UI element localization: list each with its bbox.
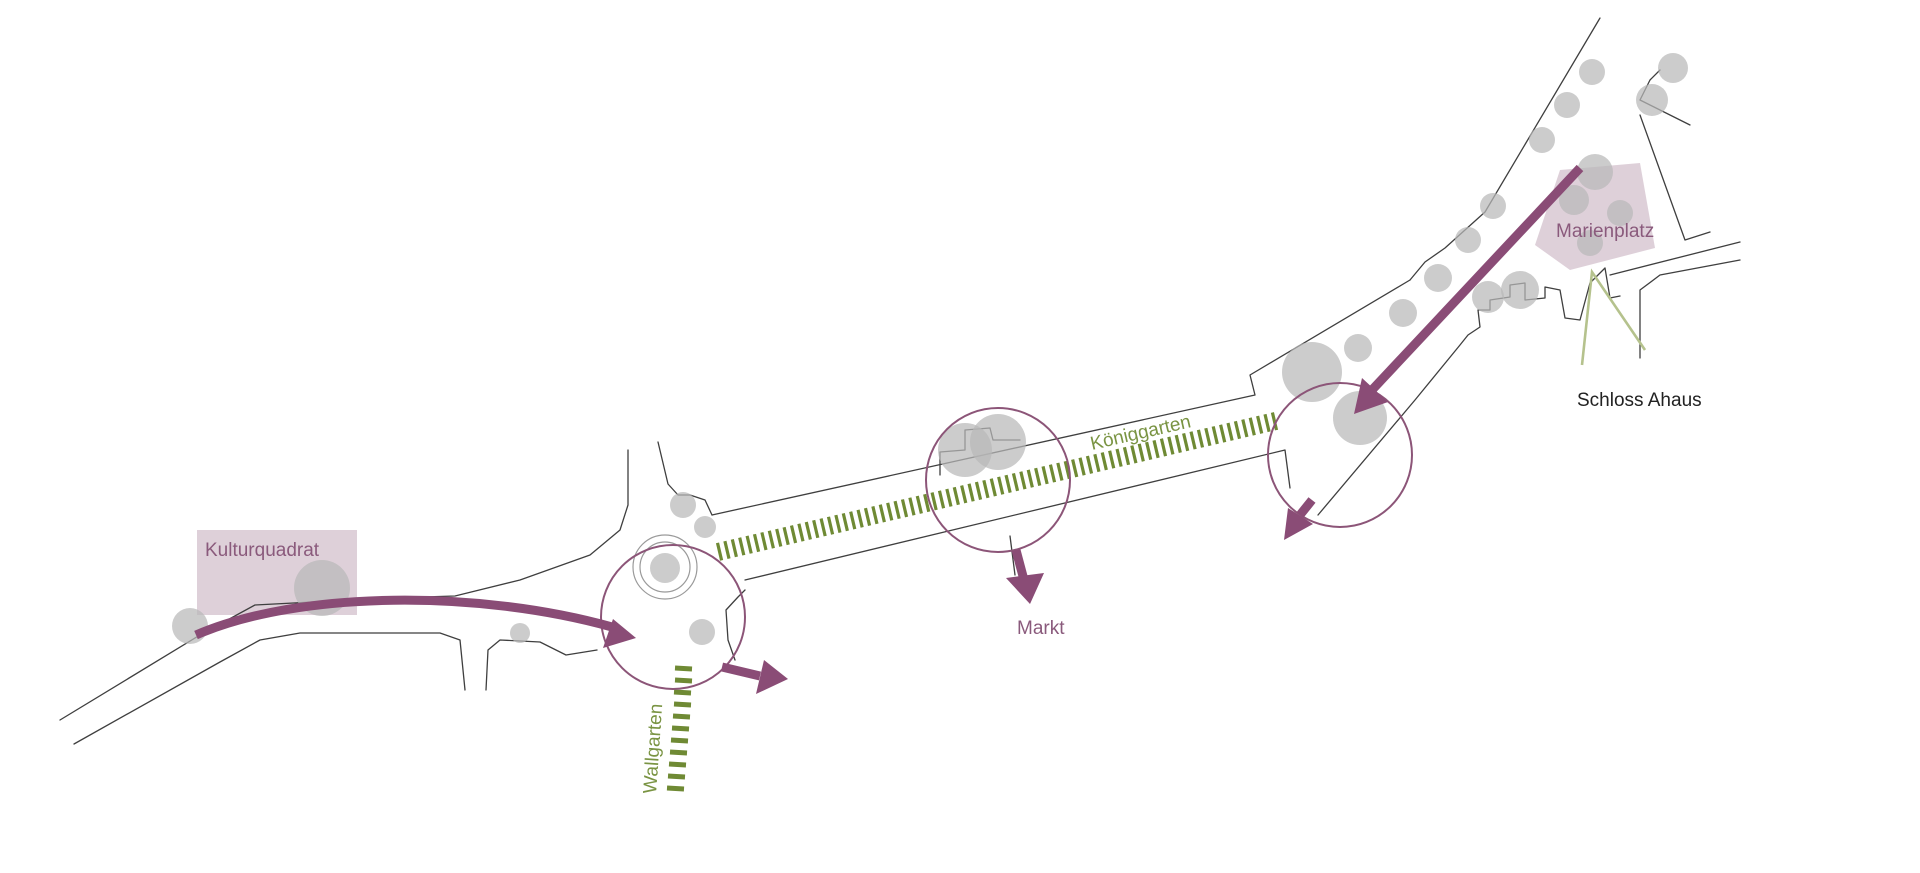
roundabout-south-west-edge [485, 639, 598, 691]
koniggarten-corridor [715, 411, 1283, 561]
tree [1559, 185, 1589, 215]
roundabout-exit-arrow [720, 662, 762, 681]
east-road-far-edge-2 [1609, 241, 1741, 276]
markt-label: Markt [1017, 618, 1065, 639]
wallgarten-dash [673, 689, 692, 696]
marienplatz-flow-arrow [1368, 164, 1584, 394]
tree [1424, 264, 1452, 292]
tree [1501, 271, 1539, 309]
tree [650, 553, 680, 583]
tree [689, 619, 715, 645]
roundabout-ring-inner [639, 541, 691, 593]
wallgarten-dash [667, 773, 686, 780]
roundabout [632, 534, 698, 600]
wallgarten-corridor [666, 665, 693, 792]
tree [1554, 92, 1580, 118]
east-road-far-edge [1639, 259, 1741, 359]
tree [1282, 342, 1342, 402]
tree [172, 608, 208, 644]
schloss-sightline [1580, 268, 1647, 366]
wallgarten-dash [673, 701, 692, 708]
schloss-node-ring [1267, 382, 1413, 528]
roundabout-exit-arrowhead [756, 660, 788, 694]
west-road-south-edge [73, 632, 466, 745]
wallgarten-dash [666, 785, 685, 792]
schloss-exit-arrowhead [1284, 508, 1313, 540]
marienplatz-label: Marienplatz [1556, 221, 1654, 242]
tree [1658, 53, 1688, 83]
tree [510, 623, 530, 643]
market-south-edge [1009, 535, 1016, 576]
wallgarten-dash [670, 737, 689, 744]
tree [1636, 84, 1668, 116]
tree [670, 492, 696, 518]
tree [1455, 227, 1481, 253]
trees [172, 53, 1688, 645]
tree [1607, 200, 1633, 226]
roundabout-node-ring [600, 544, 746, 690]
street-network [59, 17, 1741, 745]
wallgarten-dash [674, 677, 693, 684]
wallgarten-dash [668, 761, 687, 768]
flow-arrows [194, 164, 1584, 694]
wallgarten-dash [674, 665, 693, 672]
tree [1472, 281, 1504, 313]
markt-arrowhead [1006, 573, 1044, 604]
main-street-south-edge [744, 449, 1291, 581]
markt-flow-arrow [1011, 548, 1029, 582]
roundabout-south-east-edge [725, 589, 746, 661]
tree [1579, 59, 1605, 85]
tree [970, 414, 1026, 470]
wallgarten-dash [672, 713, 691, 720]
schloss-ahaus-label: Schloss Ahaus [1577, 390, 1702, 411]
markt-node-ring [925, 407, 1071, 553]
north-road-edge-2 [1639, 114, 1711, 241]
marienplatz-arrowhead [1354, 378, 1388, 414]
east-road-north-edge [1409, 17, 1601, 281]
wallgarten-label: Wallgarten [640, 703, 667, 794]
tree [1577, 154, 1613, 190]
wallgarten-dash [669, 749, 688, 756]
wallgarten-dash [671, 725, 690, 732]
tree [1577, 230, 1603, 256]
kulturquadrat-label: Kulturquadrat [205, 540, 320, 561]
roundabout-ring-outer [632, 534, 698, 600]
tree [694, 516, 716, 538]
tree [1480, 193, 1506, 219]
tree [1389, 299, 1417, 327]
kulturquadrat-flow-arrow [194, 595, 614, 640]
kulturquadrat-arrowhead [603, 619, 636, 648]
tree [1344, 334, 1372, 362]
schloss-exit-arrow [1296, 497, 1316, 518]
tree [1529, 127, 1555, 153]
